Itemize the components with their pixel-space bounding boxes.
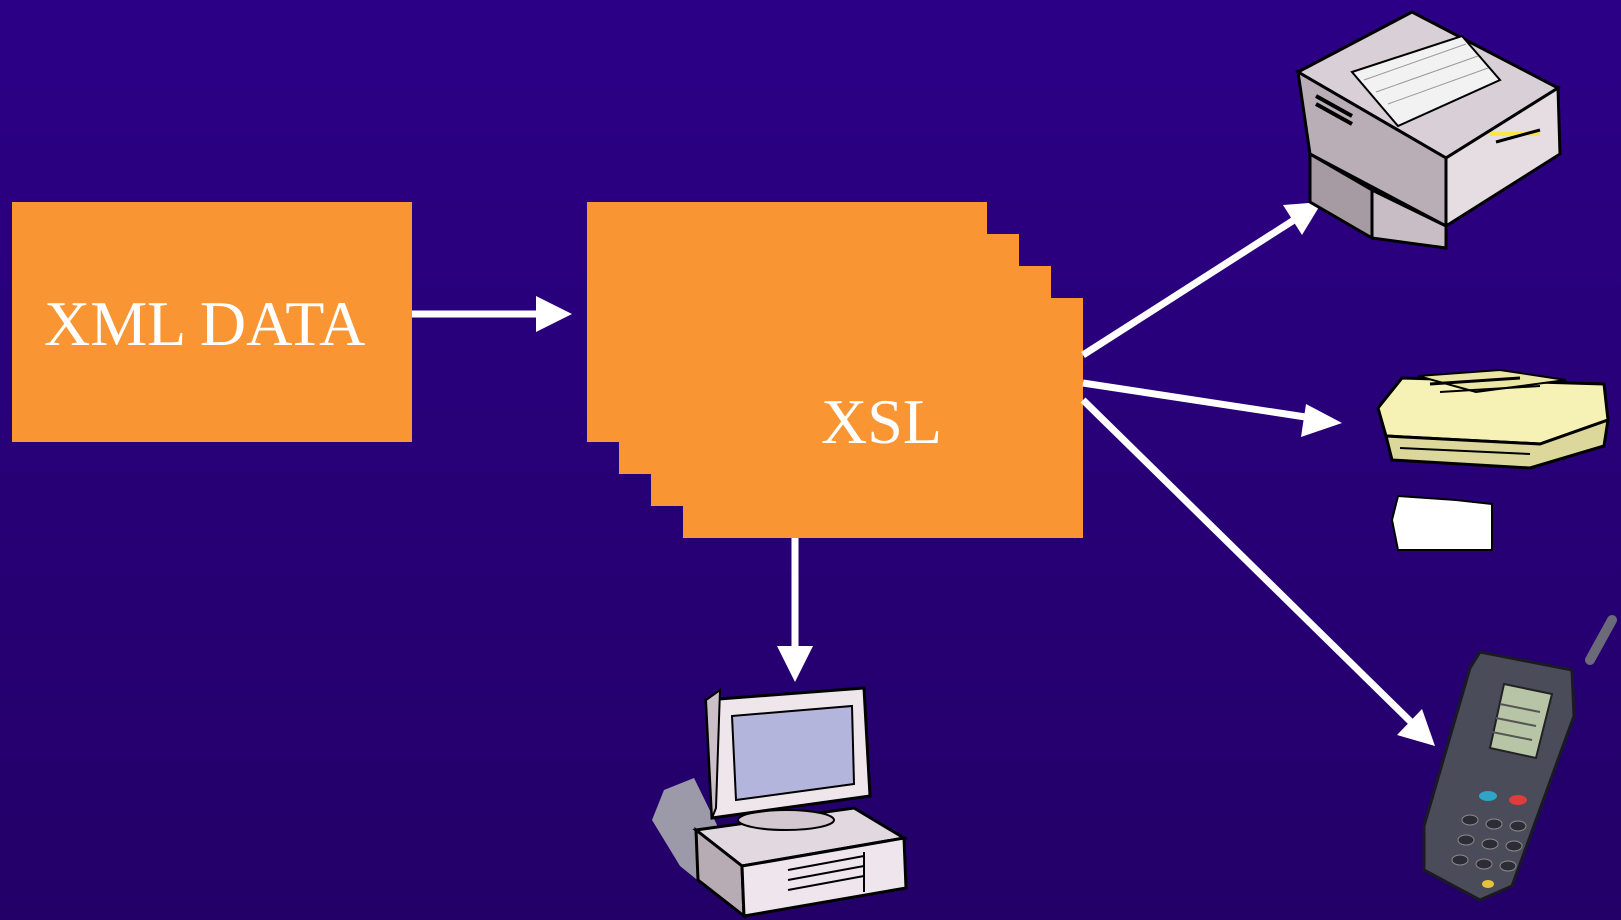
arrow-xsl-to-fax — [1082, 379, 1342, 437]
mobile-phone-icon — [1422, 615, 1617, 902]
arrow-xml-to-xsl — [412, 296, 572, 332]
xml-data-box: XML DATA — [12, 202, 412, 442]
desktop-computer-icon — [652, 686, 909, 920]
xsl-stack-layer-4: XSL — [683, 298, 1083, 538]
xsl-label: XSL — [821, 386, 942, 457]
arrow-xsl-to-computer — [777, 538, 813, 682]
arrow-xsl-to-phone — [1080, 397, 1435, 746]
arrow-xsl-to-printer — [1081, 202, 1322, 358]
fax-machine-icon — [1376, 368, 1610, 551]
laser-printer-icon — [1294, 10, 1562, 250]
xml-data-label: XML DATA — [44, 288, 366, 359]
